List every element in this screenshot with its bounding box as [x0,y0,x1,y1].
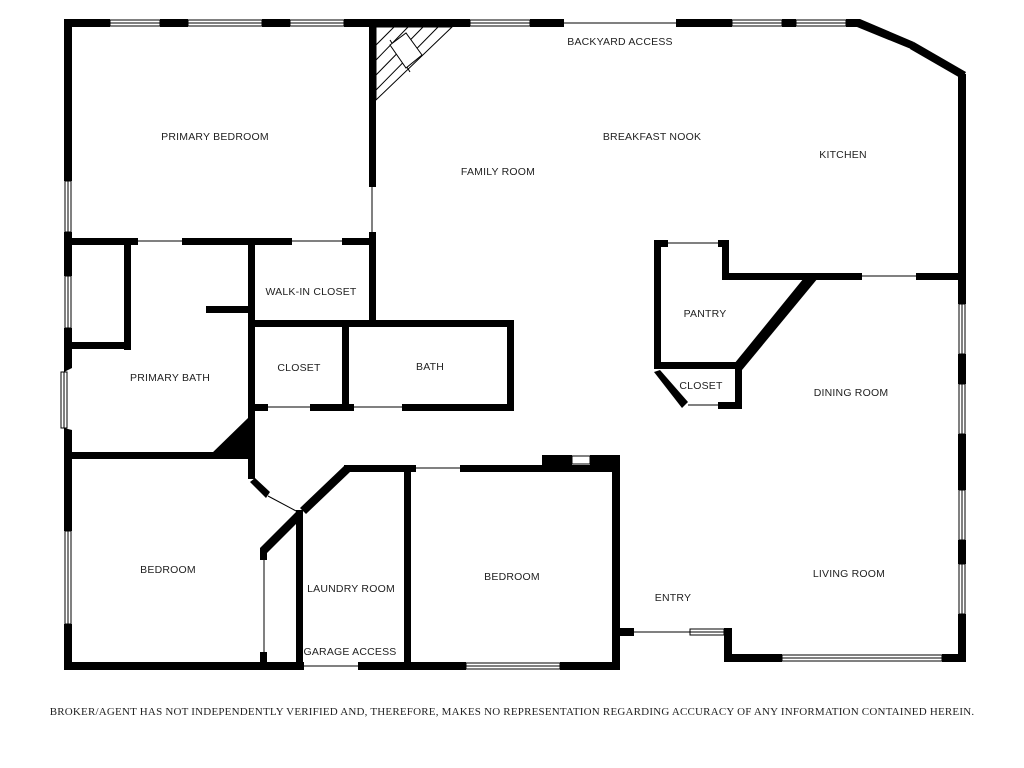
fixtures [127,22,916,667]
label-dining-room: DINING ROOM [814,387,889,399]
label-living-room: LIVING ROOM [813,568,885,580]
label-walk-in-closet: WALK-IN CLOSET [265,286,356,298]
label-closet-pantry: CLOSET [679,380,723,392]
label-primary-bedroom: PRIMARY BEDROOM [161,131,269,143]
disclaimer-text: BROKER/AGENT HAS NOT INDEPENDENTLY VERIF… [49,706,975,718]
label-backyard-access: BACKYARD ACCESS [567,36,673,48]
label-kitchen: KITCHEN [819,149,867,161]
label-garage-access: GARAGE ACCESS [303,646,396,658]
label-family-room: FAMILY ROOM [461,166,535,178]
label-breakfast-nook: BREAKFAST NOOK [603,131,701,143]
label-closet-hall: CLOSET [277,362,321,374]
label-bedroom-middle: BEDROOM [484,571,540,583]
windows [60,19,966,670]
floor-plan: PRIMARY BEDROOM FAMILY ROOM BACKYARD ACC… [60,19,966,670]
label-primary-bath: PRIMARY BATH [130,372,210,384]
room-labels: PRIMARY BEDROOM FAMILY ROOM BACKYARD ACC… [130,36,888,658]
exterior-walls [64,19,966,670]
label-pantry: PANTRY [684,308,727,320]
label-bath: BATH [416,361,444,373]
label-entry: ENTRY [655,592,691,604]
label-laundry-room: LAUNDRY ROOM [307,583,395,595]
label-bedroom-left: BEDROOM [140,564,196,576]
